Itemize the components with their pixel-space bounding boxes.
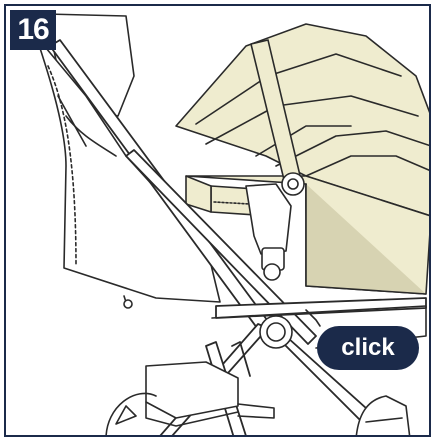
carrycot-adapter: [245, 183, 292, 281]
carrycot-body: [185, 175, 429, 295]
stroller-illustration: [35, 13, 429, 435]
stroller-seat: [35, 13, 221, 309]
click-hinge: [259, 309, 321, 349]
footrest: [145, 361, 275, 427]
step-number-badge: 16: [10, 10, 56, 50]
instruction-panel: 16 click: [4, 4, 431, 437]
carrycot-handle: [250, 39, 305, 196]
wheels: [105, 392, 411, 435]
click-callout-label: click: [317, 326, 419, 370]
